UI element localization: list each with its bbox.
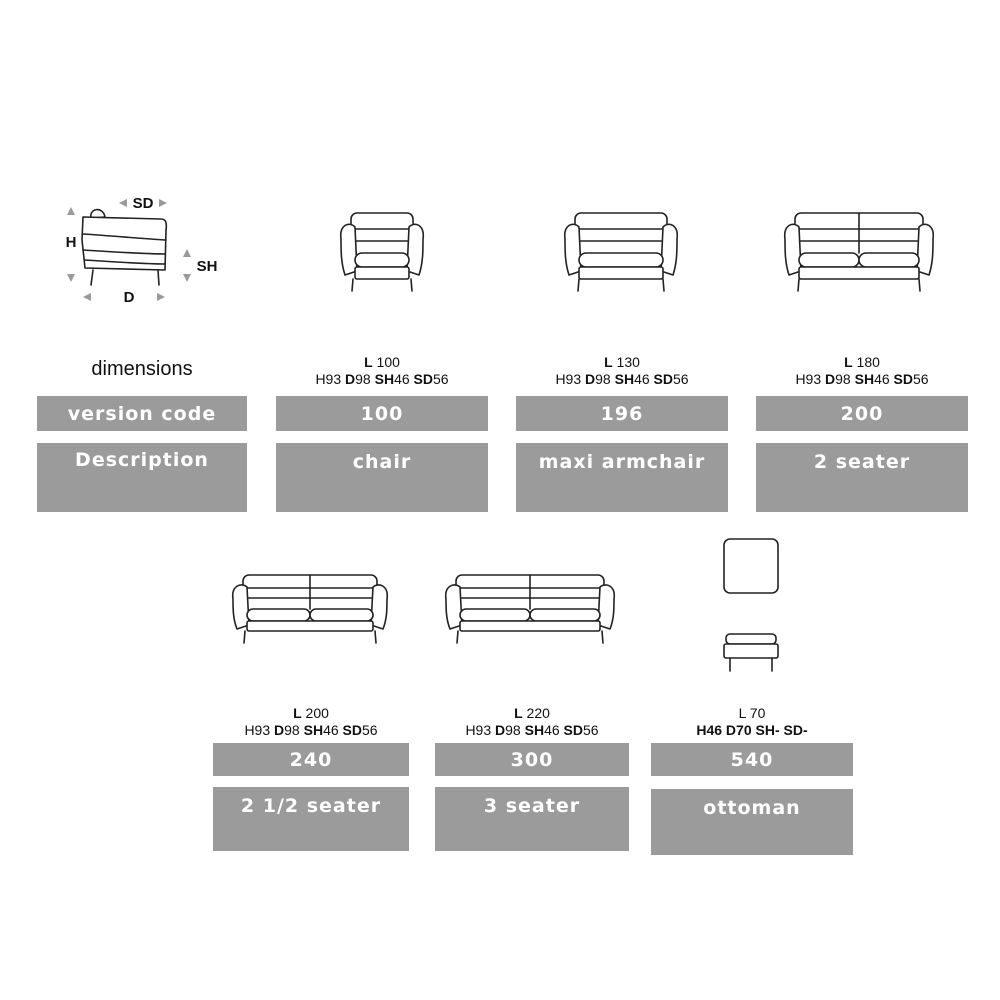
sofa-icon: [563, 212, 679, 292]
side-view-dimension-diagram: SD H SH D: [66, 195, 218, 306]
product-dimensions: L 180 H93 D98 SH46 SD56: [795, 354, 929, 387]
maxi-armchair-drawing: [563, 212, 679, 292]
sofa-icon: [783, 212, 935, 292]
description-value: ottoman: [651, 789, 853, 855]
description-value: 3 seater: [435, 787, 629, 851]
version-code-value: 240: [213, 743, 409, 776]
product-dimensions: L 200 H93 D98 SH46 SD56: [244, 705, 378, 738]
diagram-sd-label: SD: [133, 195, 154, 212]
description-value: chair: [276, 443, 488, 512]
product-dimensions: L 100 H93 D98 SH46 SD56: [315, 354, 449, 387]
two-seater-drawing: [783, 212, 935, 292]
diagram-d-label: D: [124, 289, 135, 306]
description-label: Description: [37, 443, 247, 512]
two-and-half-seater-drawing: [231, 574, 389, 644]
ottoman-front-view-drawing: [723, 633, 779, 672]
version-code-value: 300: [435, 743, 629, 776]
diagram-sh-label: SH: [197, 258, 218, 275]
description-value: maxi armchair: [516, 443, 728, 512]
dimensions-label: dimensions: [91, 358, 193, 380]
product-dimensions: L 130 H93 D98 SH46 SD56: [555, 354, 689, 387]
sofa-icon: [444, 574, 616, 644]
product-dimensions: L 220 H93 D98 SH46 SD56: [465, 705, 599, 738]
ottoman-top-view-drawing: [723, 538, 779, 594]
ottoman-front-icon: [723, 633, 779, 672]
three-seater-drawing: [444, 574, 616, 644]
version-code-label: version code: [37, 396, 247, 431]
version-code-value: 100: [276, 396, 488, 431]
diagram-h-label: H: [66, 234, 77, 251]
version-code-value: 540: [651, 743, 853, 776]
version-code-value: 196: [516, 396, 728, 431]
product-dimensions: L 70 H46 D70 SH- SD-: [696, 705, 808, 738]
description-value: 2 seater: [756, 443, 968, 512]
ottoman-top-icon: [723, 538, 779, 594]
sofa-icon: [231, 574, 389, 644]
chair-drawing: [339, 212, 425, 292]
sofa-icon: [339, 212, 425, 292]
version-code-value: 200: [756, 396, 968, 431]
description-value: 2 1/2 seater: [213, 787, 409, 851]
